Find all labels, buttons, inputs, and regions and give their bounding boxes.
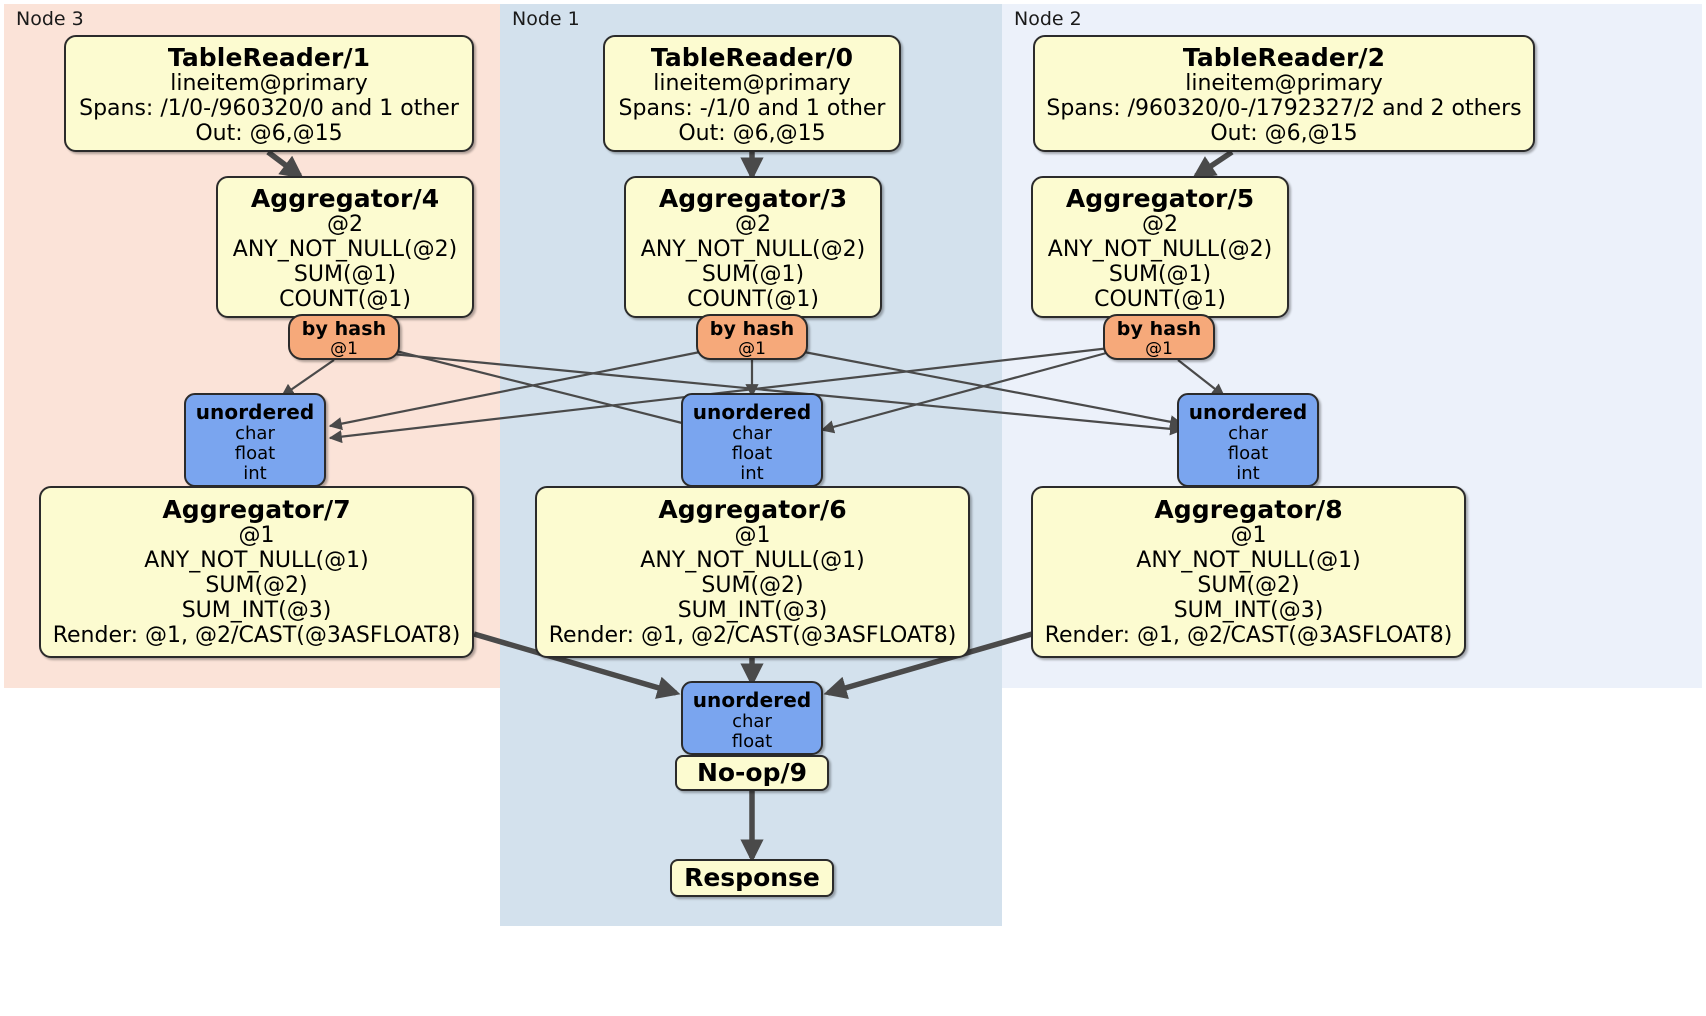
box-detail-line: @1 [734, 523, 771, 549]
box-detail-line: SUM(@1) [1108, 261, 1212, 287]
node-panel-label-node1: Node 1 [512, 8, 580, 30]
box-detail-line: Render: @1, @2/CAST(@3ASFLOAT8) [52, 622, 461, 648]
box-detail-line: SUM_INT(@3) [677, 597, 828, 623]
box-detail-line: char [1228, 422, 1268, 444]
box-no-op-9[interactable]: No-op/9 [675, 755, 829, 791]
box-aggregator-4[interactable]: Aggregator/4 @2 ANY_NOT_NULL(@2) SUM(@1)… [216, 176, 474, 318]
box-detail-line: @2 [327, 212, 363, 238]
box-detail-line: @2 [1142, 212, 1178, 238]
box-detail-line: ANY_NOT_NULL(@2) [640, 237, 866, 263]
box-detail-line: lineitem@primary [1185, 71, 1383, 97]
box-detail-line: COUNT(@1) [687, 286, 819, 312]
box-title: No-op/9 [696, 757, 808, 787]
box-detail-line: SUM_INT(@3) [1173, 597, 1324, 623]
box-table-reader-2[interactable]: TableReader/2 lineitem@primary Spans: /9… [1033, 35, 1535, 152]
box-title: TableReader/1 [167, 43, 371, 72]
box-detail-line: Out: @6,@15 [195, 120, 343, 146]
box-table-reader-0[interactable]: TableReader/0 lineitem@primary Spans: -/… [603, 35, 901, 152]
box-router-by-hash-right[interactable]: by hash @1 [1103, 314, 1215, 360]
node-panel-label-node3: Node 3 [16, 8, 84, 30]
box-title: Response [684, 862, 820, 892]
box-router-by-hash-left[interactable]: by hash @1 [288, 314, 400, 360]
box-sync-unordered-left[interactable]: unordered char float int [184, 393, 326, 487]
box-aggregator-6[interactable]: Aggregator/6 @1 ANY_NOT_NULL(@1) SUM(@2)… [535, 486, 970, 658]
box-title: Aggregator/5 [1065, 184, 1255, 213]
node-panel-label-node2: Node 2 [1014, 8, 1082, 30]
box-detail-line: @1 [238, 523, 275, 549]
box-detail-line: ANY_NOT_NULL(@1) [1136, 548, 1361, 574]
box-detail-line: SUM(@2) [205, 572, 308, 598]
box-aggregator-8[interactable]: Aggregator/8 @1 ANY_NOT_NULL(@1) SUM(@2)… [1031, 486, 1466, 658]
box-title: unordered [195, 400, 315, 424]
box-detail-line: float [234, 442, 276, 464]
box-detail-line: int [740, 463, 764, 485]
box-detail-line: float [731, 442, 773, 464]
box-title: TableReader/2 [1182, 43, 1386, 72]
box-title: TableReader/0 [650, 43, 854, 72]
box-detail-line: char [732, 422, 772, 444]
box-detail-line: char [235, 422, 275, 444]
box-detail-line: @1 [738, 339, 766, 360]
box-title: unordered [692, 688, 812, 712]
box-detail-line: char [732, 710, 772, 732]
box-response[interactable]: Response [670, 859, 834, 897]
box-title: Aggregator/7 [162, 495, 351, 524]
box-detail-line: float [1227, 442, 1269, 464]
box-detail-line: Spans: /1/0-/960320/0 and 1 other [79, 96, 459, 122]
box-aggregator-3[interactable]: Aggregator/3 @2 ANY_NOT_NULL(@2) SUM(@1)… [624, 176, 882, 318]
box-detail-line: SUM(@1) [701, 261, 805, 287]
box-detail-line: ANY_NOT_NULL(@1) [640, 548, 865, 574]
box-title: unordered [692, 400, 812, 424]
box-detail-line: int [1236, 463, 1260, 485]
box-title: Aggregator/4 [250, 184, 440, 213]
box-detail-line: lineitem@primary [653, 71, 851, 97]
box-detail-line: Render: @1, @2/CAST(@3ASFLOAT8) [1044, 622, 1453, 648]
box-detail-line: float [731, 730, 773, 752]
box-detail-line: @1 [1145, 339, 1173, 360]
box-sync-unordered-right[interactable]: unordered char float int [1177, 393, 1319, 487]
box-title: unordered [1188, 400, 1308, 424]
box-detail-line: Out: @6,@15 [678, 120, 826, 146]
box-detail-line: COUNT(@1) [279, 286, 411, 312]
box-detail-line: SUM(@2) [701, 572, 804, 598]
box-detail-line: Render: @1, @2/CAST(@3ASFLOAT8) [548, 622, 957, 648]
box-detail-line: @1 [330, 339, 358, 360]
box-sync-unordered-mid[interactable]: unordered char float int [681, 393, 823, 487]
box-aggregator-5[interactable]: Aggregator/5 @2 ANY_NOT_NULL(@2) SUM(@1)… [1031, 176, 1289, 318]
box-title: Aggregator/6 [658, 495, 847, 524]
box-detail-line: SUM_INT(@3) [181, 597, 332, 623]
box-detail-line: @1 [1230, 523, 1267, 549]
box-detail-line: lineitem@primary [170, 71, 368, 97]
box-detail-line: Spans: /960320/0-/1792327/2 and 2 others [1046, 96, 1522, 122]
box-title: by hash [301, 318, 387, 340]
box-router-by-hash-mid[interactable]: by hash @1 [696, 314, 808, 360]
box-aggregator-7[interactable]: Aggregator/7 @1 ANY_NOT_NULL(@1) SUM(@2)… [39, 486, 474, 658]
box-title: by hash [1116, 318, 1202, 340]
box-detail-line: SUM(@2) [1197, 572, 1300, 598]
box-detail-line: SUM(@1) [293, 261, 397, 287]
box-detail-line: Spans: -/1/0 and 1 other [618, 96, 886, 122]
box-detail-line: @2 [735, 212, 771, 238]
box-table-reader-1[interactable]: TableReader/1 lineitem@primary Spans: /1… [64, 35, 474, 152]
box-detail-line: COUNT(@1) [1094, 286, 1226, 312]
box-detail-line: int [243, 463, 267, 485]
box-detail-line: ANY_NOT_NULL(@2) [1047, 237, 1273, 263]
box-title: Aggregator/8 [1154, 495, 1343, 524]
box-detail-line: ANY_NOT_NULL(@2) [232, 237, 458, 263]
box-detail-line: Out: @6,@15 [1210, 120, 1358, 146]
box-detail-line: ANY_NOT_NULL(@1) [144, 548, 369, 574]
box-title: by hash [709, 318, 795, 340]
box-sync-unordered-final[interactable]: unordered char float [681, 681, 823, 755]
box-title: Aggregator/3 [658, 184, 848, 213]
